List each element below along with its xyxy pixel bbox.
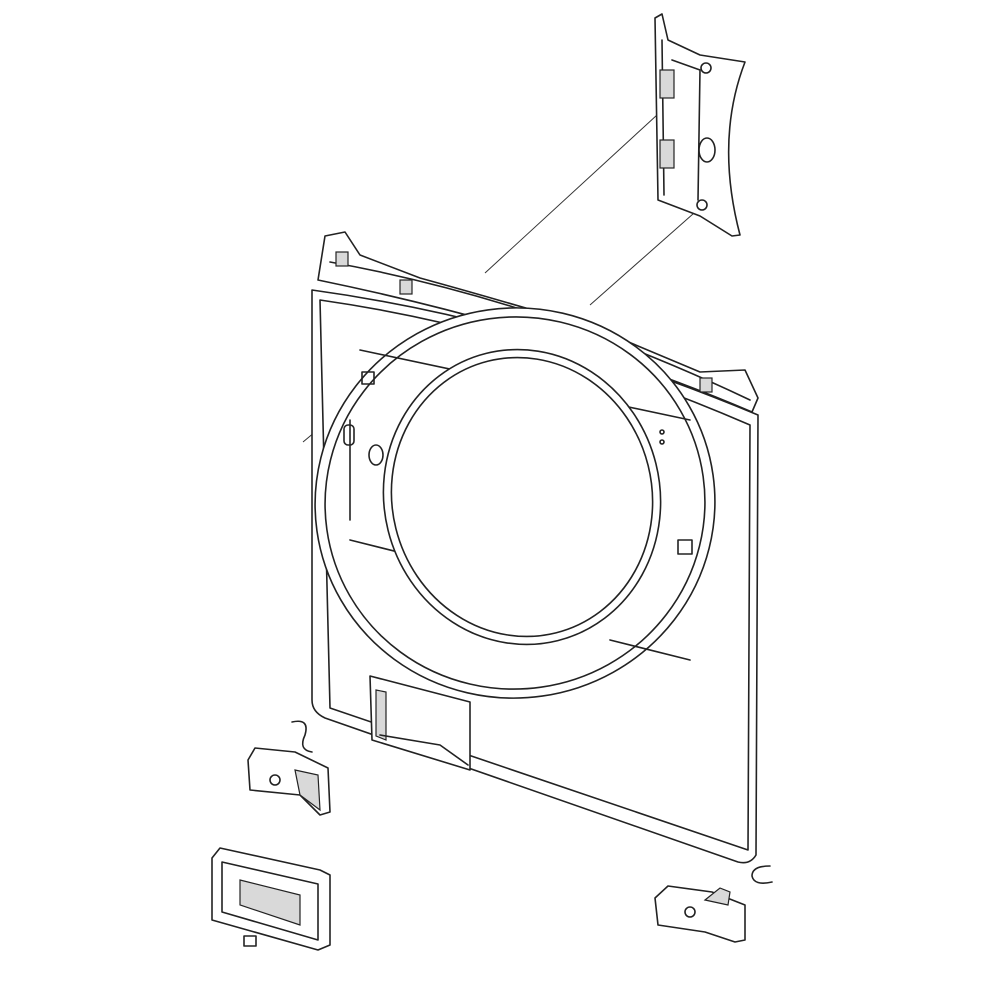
right-latch-block [654,885,746,943]
door-window-inner [390,356,654,638]
leader-line-lower [589,205,703,306]
left-latch-block [247,747,331,816]
dispenser-opening [369,675,471,771]
small-clip [243,935,257,947]
door-window-opening [382,348,662,646]
control-panel-bracket [654,13,746,237]
left-hinge-spring [291,720,313,753]
right-hinge-spring [751,865,773,884]
drawer-housing [211,847,331,951]
